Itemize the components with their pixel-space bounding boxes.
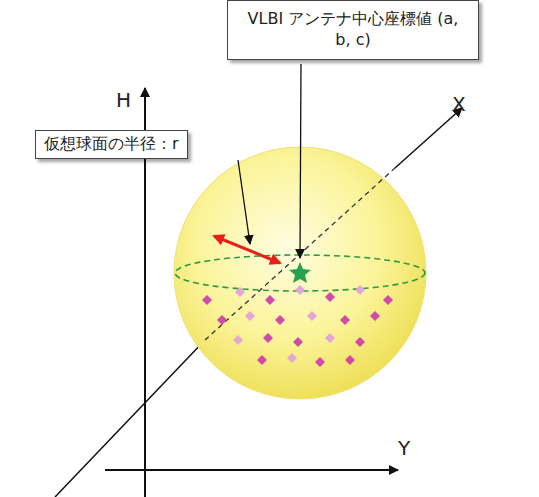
callout-box: 仮想球面の半径：r xyxy=(35,130,188,159)
leader-line xyxy=(238,160,250,244)
point-diamond xyxy=(265,295,275,305)
point-diamond xyxy=(275,315,285,325)
point-diamond xyxy=(307,311,317,321)
point-diamond xyxy=(340,315,350,325)
callout-box: VLBI アンテナ中心座標値 (a, b, c) xyxy=(227,0,479,60)
point-diamond xyxy=(355,285,365,295)
point-diamond xyxy=(355,337,365,347)
y-axis xyxy=(105,469,398,471)
radius-arrow xyxy=(214,236,280,263)
point-diamond xyxy=(345,355,355,365)
axis-label: H xyxy=(116,88,131,112)
point-diamond xyxy=(370,311,380,321)
axis-label: Y xyxy=(398,436,410,460)
point-diamond xyxy=(383,295,393,305)
point-diamond xyxy=(233,335,243,345)
callout-text: VLBI アンテナ中心座標値 (a, b, c) xyxy=(240,9,466,51)
axis-label: X xyxy=(452,92,466,116)
observation-points xyxy=(202,285,393,367)
callout-text: 仮想球面の半径：r xyxy=(44,134,179,155)
point-diamond xyxy=(293,337,303,347)
x-axis xyxy=(55,340,205,497)
point-diamond xyxy=(202,295,212,305)
point-diamond xyxy=(295,285,305,295)
center-star xyxy=(289,262,311,283)
point-diamond xyxy=(315,357,325,367)
point-diamond xyxy=(263,333,273,343)
point-diamond xyxy=(325,292,335,302)
point-diamond xyxy=(235,287,245,297)
x-axis-end xyxy=(395,108,462,168)
point-diamond xyxy=(287,353,297,363)
leader-line xyxy=(300,64,301,258)
point-diamond xyxy=(325,333,335,343)
point-diamond xyxy=(257,355,267,365)
point-diamond xyxy=(217,315,227,325)
point-diamond xyxy=(245,311,255,321)
